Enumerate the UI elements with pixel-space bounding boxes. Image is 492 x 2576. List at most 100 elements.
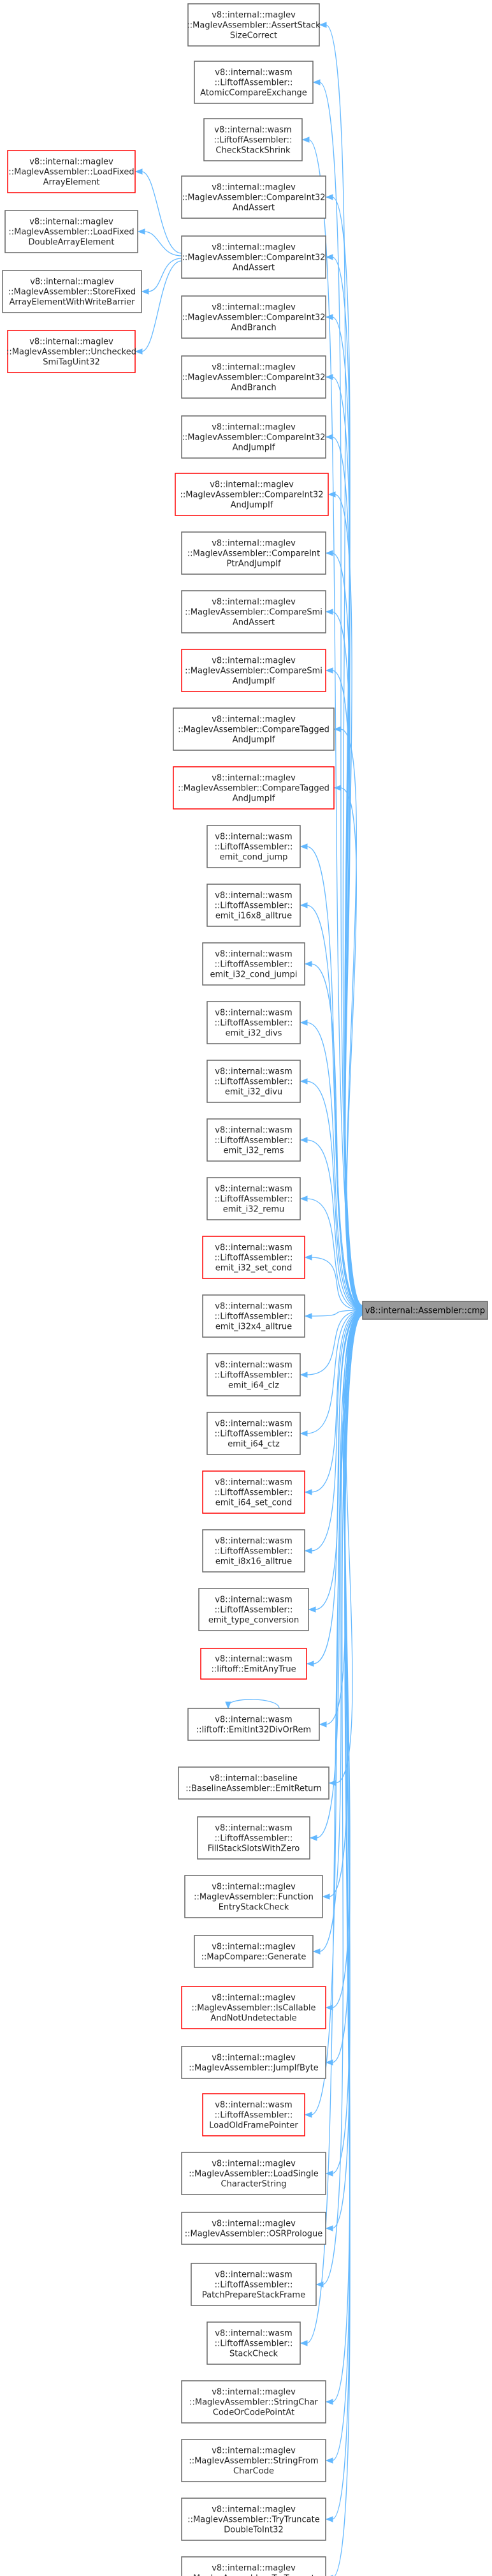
caller-node[interactable]: v8::internal::wasm::LiftoffAssembler::em… (206, 1060, 301, 1103)
caller-node[interactable]: v8::internal::maglev::MaglevAssembler::C… (181, 175, 326, 219)
caller-node[interactable]: v8::internal::wasm::liftoff::EmitInt32Di… (187, 1708, 320, 1741)
caller-node[interactable]: v8::internal::maglev::MaglevAssembler::C… (173, 707, 335, 751)
caller-node-label: v8::internal::maglev (212, 2505, 296, 2515)
caller-node[interactable]: v8::internal::maglev::MaglevAssembler::C… (181, 415, 326, 459)
caller-node[interactable]: v8::internal::wasm::LiftoffAssembler::em… (206, 1118, 301, 1162)
edge-target-to-caller-22 (310, 1310, 363, 1317)
caller-node-label: v8::internal::wasm (215, 1595, 292, 1605)
edge-self-loop-arrowhead (225, 1701, 231, 1710)
caller-node-label: AndAssert (233, 618, 275, 628)
caller-node-box (181, 235, 326, 279)
caller-node-box (178, 1766, 329, 1800)
edge-target-to-caller-28 (312, 1311, 363, 1664)
second-level-node-label: v8::internal::maglev (29, 337, 113, 347)
caller-node-label: CheckStackShrink (215, 146, 291, 156)
caller-node[interactable]: v8::internal::wasm::LiftoffAssembler::Ch… (203, 118, 303, 161)
caller-node-label: v8::internal::maglev (212, 2564, 296, 2573)
caller-node[interactable]: v8::internal::maglev::MaglevAssembler::C… (181, 531, 326, 575)
caller-node[interactable]: v8::internal::maglev::MaglevAssembler::A… (187, 3, 321, 47)
edge-arrowhead-22 (304, 1313, 312, 1319)
second-level-node[interactable]: v8::internal::maglev::MaglevAssembler::L… (4, 210, 138, 253)
caller-node[interactable]: v8::internal::maglev::MaglevAssembler::T… (181, 2556, 326, 2576)
caller-node[interactable]: v8::internal::maglev::MaglevAssembler::C… (181, 355, 326, 399)
edge-arrowhead-25 (304, 1489, 312, 1495)
second-level-node[interactable]: v8::internal::maglev::MaglevAssembler::L… (7, 150, 136, 193)
caller-node[interactable]: v8::internal::maglev::MaglevAssembler::S… (181, 2439, 326, 2482)
edge-target-to-caller-44 (334, 1315, 363, 2576)
caller-node-label: emit_i32_divu (225, 1088, 282, 1097)
caller-node[interactable]: v8::internal::baseline::BaselineAssemble… (178, 1766, 329, 1800)
caller-node[interactable]: v8::internal::wasm::LiftoffAssembler::Pa… (191, 2263, 317, 2306)
edge-second-arrowhead-0 (134, 168, 143, 175)
caller-node[interactable]: v8::internal::wasm::LiftoffAssembler::em… (202, 1470, 305, 1514)
caller-node[interactable]: v8::internal::maglev::MaglevAssembler::F… (184, 1875, 323, 1918)
caller-node-label: v8::internal::maglev (210, 480, 294, 490)
caller-node[interactable]: v8::internal::maglev::MaglevAssembler::C… (181, 590, 326, 633)
edge-arrowhead-39 (315, 2281, 324, 2288)
edge-target-to-caller-13 (340, 787, 363, 1309)
second-level-node-label: ArrayElementWithWriteBarrier (10, 298, 136, 307)
caller-node-label: ::MaglevAssembler::CompareInt32 (182, 193, 325, 203)
caller-node[interactable]: v8::internal::wasm::LiftoffAssembler::em… (206, 825, 301, 868)
caller-node-label: ::MaglevAssembler::OSRPrologue (185, 2230, 323, 2239)
caller-node[interactable]: v8::internal::maglev::MaglevAssembler::L… (181, 2152, 326, 2195)
edge-arrowhead-20 (300, 1195, 308, 1202)
caller-node-box (206, 1060, 301, 1103)
caller-node-box (181, 415, 326, 459)
caller-node-label: LoadOldFramePointer (209, 2121, 298, 2131)
edge-arrowhead-9 (325, 550, 333, 556)
caller-node[interactable]: v8::internal::maglev::MaglevAssembler::C… (175, 473, 329, 516)
caller-node[interactable]: v8::internal::maglev::MaglevAssembler::I… (181, 1986, 326, 2029)
caller-node[interactable]: v8::internal::wasm::LiftoffAssembler::Lo… (202, 2093, 305, 2136)
edge-arrowhead-24 (300, 1430, 308, 1437)
caller-node[interactable]: v8::internal::wasm::LiftoffAssembler::em… (206, 1001, 301, 1044)
caller-node[interactable]: v8::internal::maglev::MaglevAssembler::C… (181, 649, 326, 692)
caller-node[interactable]: v8::internal::maglev::MaglevAssembler::O… (181, 2212, 326, 2245)
caller-node[interactable]: v8::internal::wasm::LiftoffAssembler::At… (194, 61, 314, 104)
caller-node-box (206, 1001, 301, 1044)
caller-node[interactable]: v8::internal::maglev::MaglevAssembler::J… (181, 2046, 326, 2079)
caller-node[interactable]: v8::internal::maglev::MaglevAssembler::C… (173, 766, 335, 810)
edge-target-to-caller-17 (306, 1022, 363, 1310)
caller-node[interactable]: v8::internal::wasm::LiftoffAssembler::em… (206, 884, 301, 927)
caller-node[interactable]: v8::internal::maglev::MapCompare::Genera… (194, 1935, 314, 1968)
caller-node[interactable]: v8::internal::wasm::LiftoffAssembler::em… (202, 1236, 305, 1279)
caller-node[interactable]: v8::internal::wasm::LiftoffAssembler::em… (202, 1529, 305, 1573)
caller-node[interactable]: v8::internal::wasm::LiftoffAssembler::em… (206, 1412, 301, 1455)
caller-node-label: v8::internal::maglev (212, 1883, 296, 1892)
caller-node[interactable]: v8::internal::wasm::LiftoffAssembler::em… (202, 942, 305, 986)
caller-node-label: ::LiftoffAssembler:: (215, 1019, 293, 1028)
second-level-node[interactable]: v8::internal::maglev::MaglevAssembler::U… (6, 330, 136, 373)
caller-node-box (202, 1470, 305, 1514)
second-level-node[interactable]: v8::internal::maglev::MaglevAssembler::S… (2, 270, 142, 313)
edge-arrowhead-33 (312, 1948, 321, 1955)
caller-node-label: ::liftoff::EmitAnyTrue (211, 1665, 296, 1675)
caller-node[interactable]: v8::internal::wasm::LiftoffAssembler::em… (206, 1177, 301, 1220)
caller-node-label: AndAssert (233, 263, 275, 273)
caller-node-label: AndJumpIf (233, 736, 275, 745)
target-node[interactable]: v8::internal::Assembler::cmp (362, 1301, 488, 1320)
caller-node-label: emit_i32_set_cond (215, 1264, 293, 1273)
caller-node[interactable]: v8::internal::maglev::MaglevAssembler::C… (181, 235, 326, 279)
caller-node[interactable]: v8::internal::wasm::LiftoffAssembler::em… (202, 1294, 305, 1338)
caller-node[interactable]: v8::internal::maglev::MaglevAssembler::T… (181, 2498, 326, 2541)
edge-target-to-caller-31 (315, 1312, 363, 1839)
edge-arrowhead-32 (322, 1893, 330, 1900)
edge-second-level-2 (147, 258, 182, 292)
caller-node[interactable]: v8::internal::maglev::MaglevAssembler::S… (181, 2380, 326, 2424)
caller-node[interactable]: v8::internal::wasm::LiftoffAssembler::Fi… (197, 1816, 310, 1860)
second-level-node-label: v8::internal::maglev (29, 218, 113, 227)
caller-node[interactable]: v8::internal::wasm::liftoff::EmitAnyTrue (200, 1648, 307, 1680)
caller-node[interactable]: v8::internal::wasm::LiftoffAssembler::em… (206, 1353, 301, 1396)
caller-node-box (202, 2093, 305, 2136)
edges-layer (134, 22, 363, 2576)
caller-node-box (206, 1177, 301, 1220)
caller-node[interactable]: v8::internal::maglev::MaglevAssembler::C… (181, 295, 326, 339)
caller-node-label: v8::internal::wasm (215, 2329, 292, 2339)
caller-node-label: ::LiftoffAssembler:: (215, 1254, 293, 1263)
caller-node[interactable]: v8::internal::wasm::LiftoffAssembler::em… (198, 1588, 309, 1631)
caller-node-label: v8::internal::wasm (215, 1478, 292, 1488)
caller-node-box (206, 1118, 301, 1162)
caller-node-label: emit_i64_set_cond (215, 1499, 293, 1508)
caller-node[interactable]: v8::internal::wasm::LiftoffAssembler::St… (206, 2321, 301, 2365)
